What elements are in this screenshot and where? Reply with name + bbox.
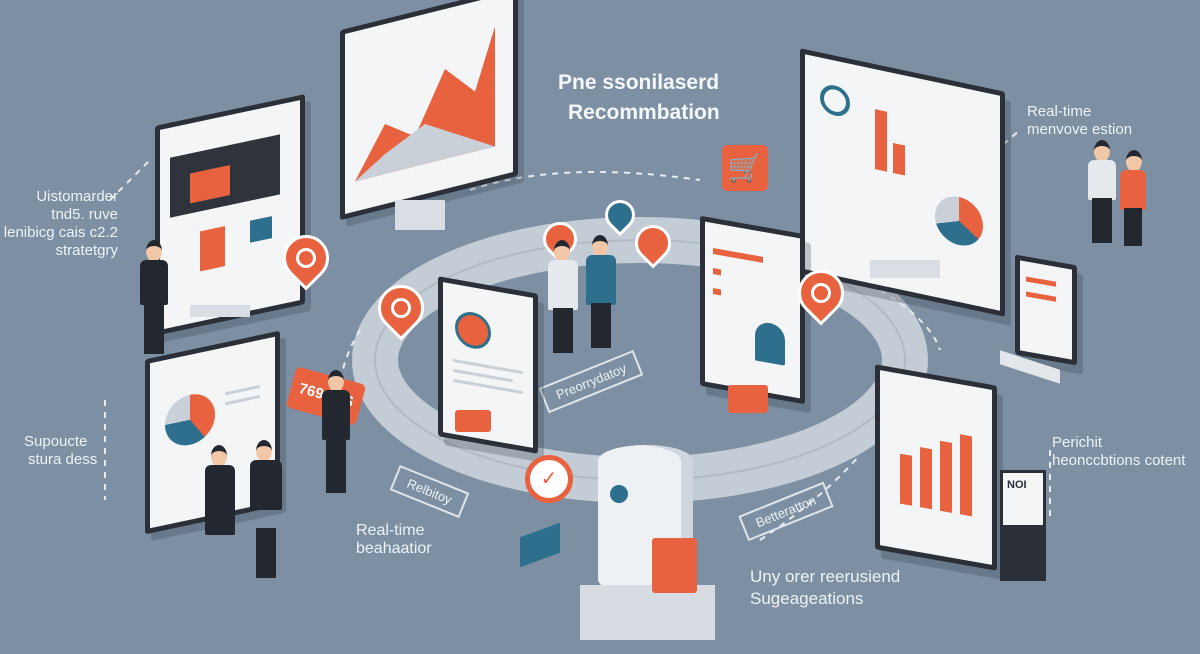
label-line: Real-time — [356, 522, 425, 539]
title-line-2: Recommbation — [568, 101, 720, 124]
label-top-right: Real-time menvove estion — [1027, 103, 1132, 139]
noi-badge: NOI — [1003, 473, 1043, 525]
avatar — [755, 320, 785, 366]
label-bottom-center: Uny orer reerusiend Sugeageations — [750, 566, 900, 610]
pie-chart-icon — [935, 191, 983, 251]
label-line: stura dess — [28, 451, 98, 468]
label-bottom-left: Real-time beahaatior — [356, 522, 432, 558]
monitor-strategy — [155, 94, 305, 336]
label-mid-right: Perichit heonccbtions cotent — [1052, 434, 1185, 470]
label-line: Supoucte — [24, 433, 88, 450]
label-line: Sugeageations — [750, 589, 864, 608]
label-line: Perichit — [1052, 434, 1103, 451]
area-chart-icon — [355, 26, 495, 182]
label-line: Uistomarder — [36, 188, 118, 205]
noi-card: NOI — [1000, 470, 1046, 581]
monitor-small — [1015, 254, 1077, 366]
label-line: beahaatior — [356, 540, 432, 557]
monitor-profile — [700, 215, 805, 405]
label-line: lenibicg cais c2.2 — [3, 224, 118, 241]
title-line-1: Pne ssonilaserd — [558, 71, 720, 94]
label-line: Uny orer reerusiend — [750, 567, 901, 586]
label-line: heonccbtions cotent — [1052, 452, 1186, 469]
monitor-bar-chart — [875, 364, 997, 571]
label-line: stratetgry — [55, 242, 118, 259]
page-title: Pne ssonilaserd Recommbation — [558, 68, 720, 128]
monitor-area-chart — [340, 0, 518, 221]
label-top-left: Uistomarder tnd5. ruve lenibicg cais c2.… — [4, 188, 118, 260]
label-line: tnd5. ruve — [51, 206, 118, 223]
label-line: Real-time — [1027, 103, 1092, 120]
check-badge-icon[interactable]: ✓ — [525, 455, 573, 503]
search-icon — [820, 82, 850, 119]
label-line: menvove estion — [1027, 121, 1133, 138]
label-mid-left: Supoucte stura dess — [24, 433, 97, 469]
cart-icon[interactable]: 🛒 — [722, 145, 768, 191]
